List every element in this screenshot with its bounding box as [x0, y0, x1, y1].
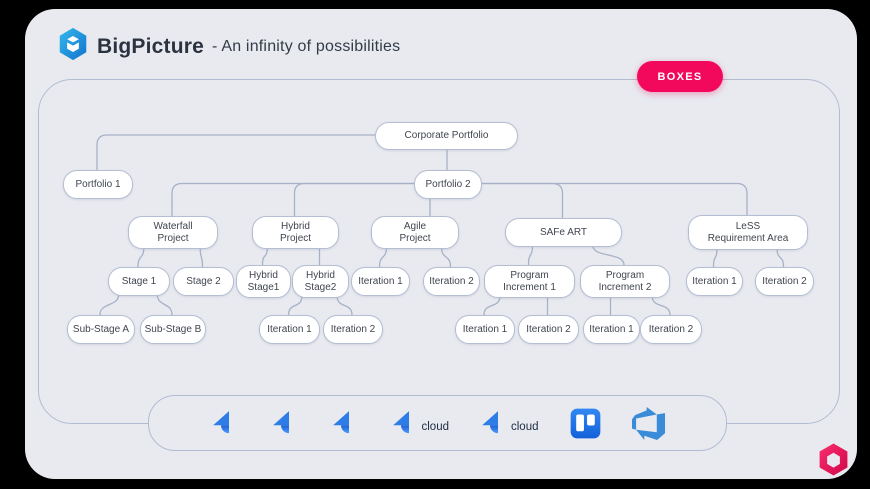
jira-cloud-icon[interactable]: cloud [480, 409, 539, 438]
tree-node-iteration-2-agile[interactable]: Iteration 2 [423, 267, 480, 296]
bigpicture-logo-icon [58, 27, 88, 66]
azure-devops-icon[interactable] [631, 406, 665, 440]
tree-node-program-increment-1[interactable]: Program Increment 1 [484, 265, 575, 298]
tree-node-hybrid-stage1[interactable]: Hybrid Stage1 [236, 265, 291, 298]
tree-node-stage-1[interactable]: Stage 1 [108, 267, 170, 296]
trello-icon[interactable] [570, 408, 601, 439]
tree-node-iteration-1-pi2[interactable]: Iteration 1 [583, 315, 640, 344]
integrations-toolbar: cloud cloud [148, 395, 727, 451]
brand-title: BigPicture [97, 34, 205, 58]
tree-node-sub-stage-b[interactable]: Sub-Stage B [140, 315, 206, 344]
cloud-label: cloud [511, 420, 539, 433]
tree-node-portfolio-2[interactable]: Portfolio 2 [414, 170, 482, 199]
tree-node-stage-2[interactable]: Stage 2 [173, 267, 234, 296]
tree-node-waterfall-project[interactable]: Waterfall Project [128, 216, 218, 249]
tree-node-iteration-2-pi1[interactable]: Iteration 2 [518, 315, 579, 344]
tree-node-portfolio-1[interactable]: Portfolio 1 [63, 170, 133, 199]
jira-cloud-icon[interactable]: cloud [391, 409, 450, 438]
jira-icon[interactable] [331, 409, 360, 438]
tree-node-hybrid-project[interactable]: Hybrid Project [252, 216, 339, 249]
tree-node-sub-stage-a[interactable]: Sub-Stage A [67, 315, 135, 344]
brand-tagline: - An infinity of possibilities [212, 37, 401, 55]
tree-node-iteration-1-less[interactable]: Iteration 1 [686, 267, 743, 296]
appfire-hexagon-logo [816, 442, 851, 477]
tree-node-less-requirement-area[interactable]: LeSS Requirement Area [688, 215, 808, 250]
tree-node-hybrid-stage2[interactable]: Hybrid Stage2 [292, 265, 349, 298]
tree-node-program-increment-2[interactable]: Program Increment 2 [580, 265, 670, 298]
tree-node-iteration-2-hybrid[interactable]: Iteration 2 [323, 315, 383, 344]
tree-node-corporate-portfolio[interactable]: Corporate Portfolio [375, 122, 518, 150]
header: BigPicture - An infinity of possibilitie… [58, 27, 400, 66]
tree-node-iteration-2-pi2[interactable]: Iteration 2 [640, 315, 702, 344]
boxes-badge[interactable]: BOXES [637, 61, 723, 92]
jira-icon[interactable] [211, 409, 240, 438]
tree-node-iteration-1-hybrid[interactable]: Iteration 1 [259, 315, 320, 344]
cloud-label: cloud [421, 420, 450, 433]
tree-node-iteration-1-pi1[interactable]: Iteration 1 [455, 315, 515, 344]
tree-node-iteration-2-less[interactable]: Iteration 2 [755, 267, 814, 296]
tree-node-iteration-1-agile[interactable]: Iteration 1 [351, 267, 410, 296]
tree-node-safe-art[interactable]: SAFe ART [505, 218, 622, 247]
jira-icon[interactable] [271, 409, 300, 438]
tree-node-agile-project[interactable]: Agile Project [371, 216, 459, 249]
